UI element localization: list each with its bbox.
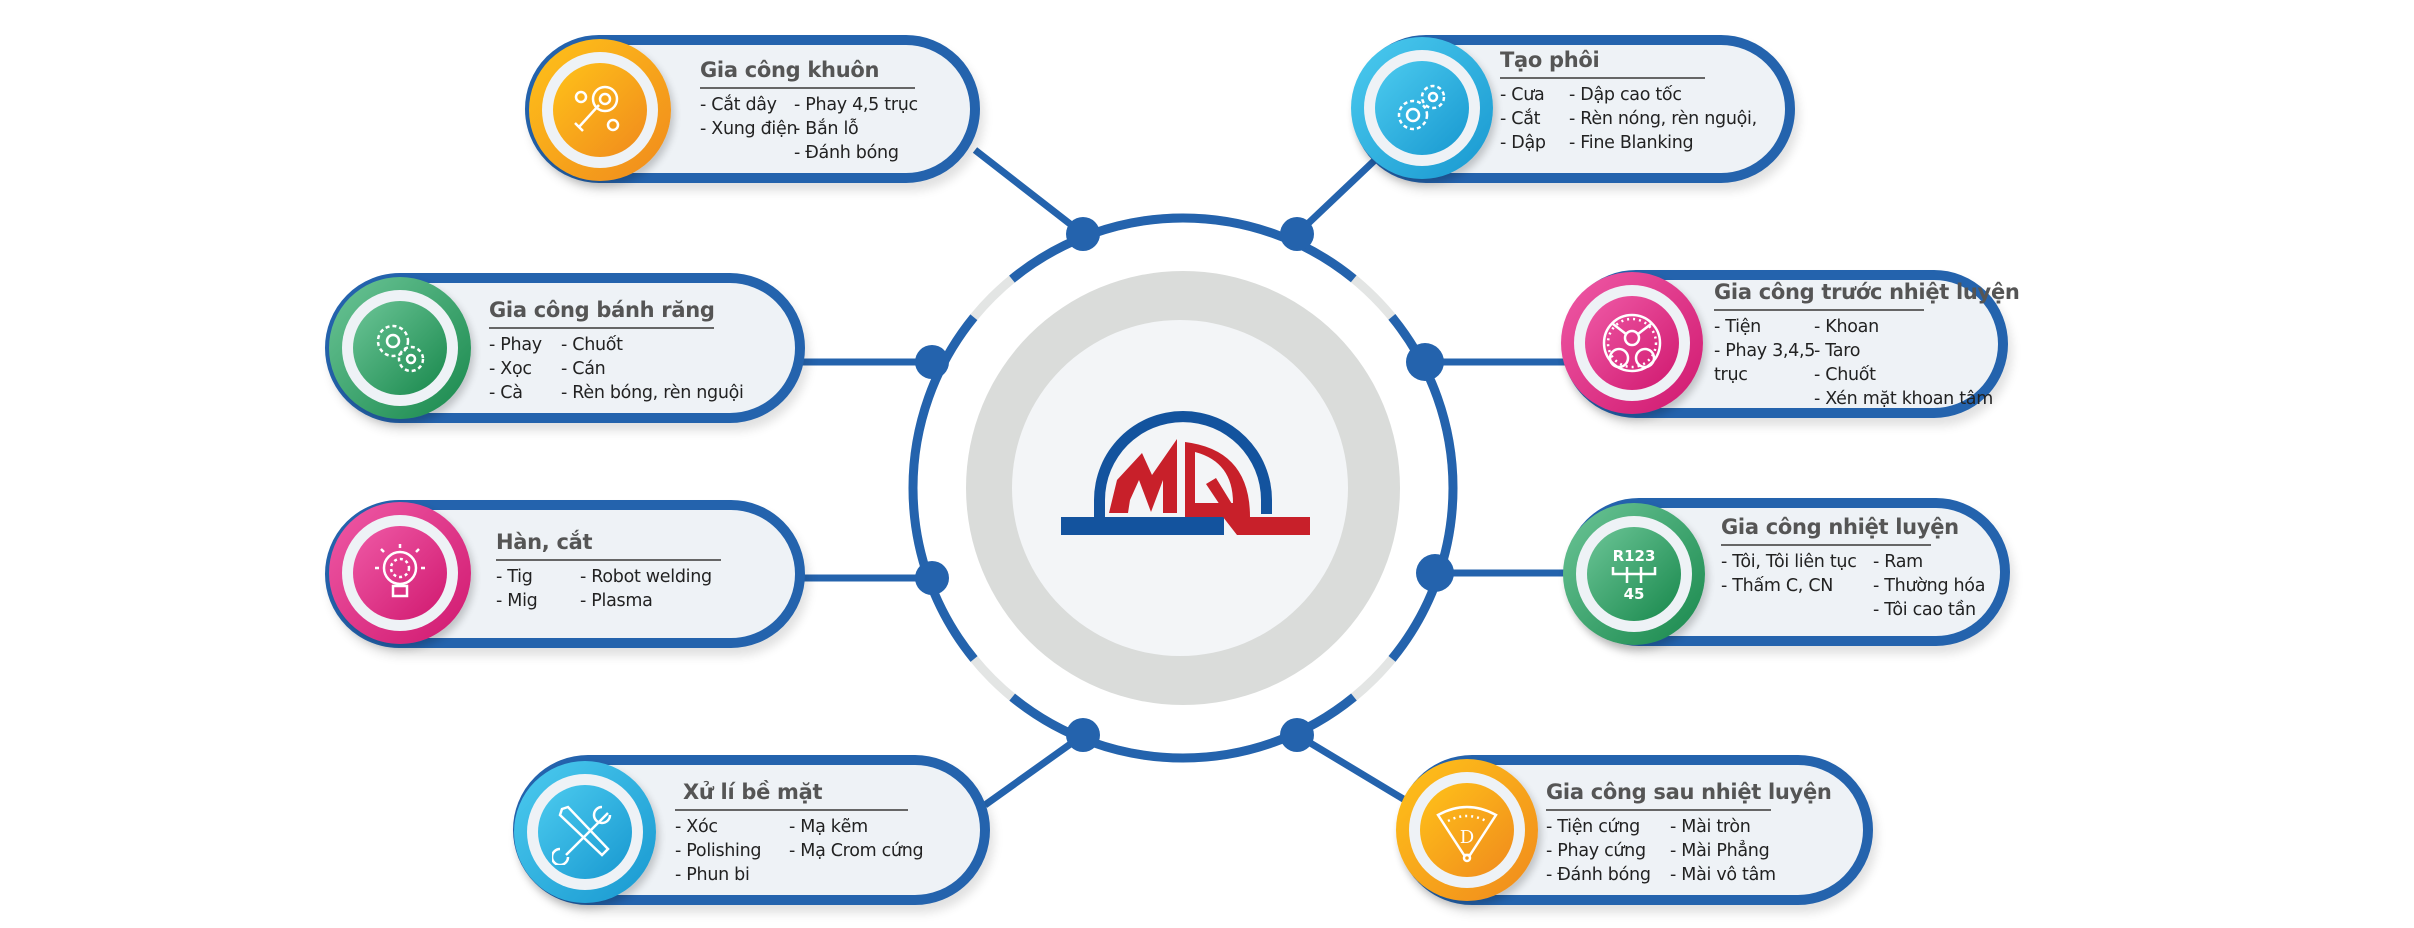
item: - Cắt xyxy=(1500,109,1541,129)
item: - Tig xyxy=(496,567,533,587)
icon-badge-banh-rang xyxy=(329,277,471,419)
icon-badge-han-cat xyxy=(329,502,471,644)
orbit-dot xyxy=(915,561,949,595)
item: - Ram xyxy=(1873,552,1923,572)
icon-badge-be-mat xyxy=(514,761,656,903)
item: - Thường hóa xyxy=(1873,576,1986,596)
item: - Robot welding xyxy=(580,567,712,587)
item: - Phay cứng xyxy=(1546,841,1646,861)
item: - Mài tròn xyxy=(1670,817,1751,837)
item: - Đánh bóng xyxy=(1546,865,1651,885)
box-title: Xử lí bề mặt xyxy=(675,780,908,811)
connector-tao-phoi xyxy=(1294,157,1378,237)
orbit-dot xyxy=(1066,718,1100,752)
center-disc xyxy=(1012,320,1348,656)
box-title: Gia công bánh răng xyxy=(489,298,715,329)
item: - Tiện cứng xyxy=(1546,817,1640,837)
wrench-screwdriver-icon xyxy=(552,805,612,865)
connector-khuon xyxy=(972,147,1086,237)
text-block: Hàn, cắt - Tig - Mig - Robot welding - Pla… xyxy=(496,530,721,613)
item: - Phay 4,5 trục xyxy=(794,95,918,115)
box-title: Gia công khuôn xyxy=(700,58,915,89)
text-block: Gia công bánh răng - Phay - Xọc - Cà - Chu… xyxy=(489,298,744,405)
text-block: Gia công khuôn - Cắt dây - Xung điện - Ph… xyxy=(700,58,918,165)
orbit-dot xyxy=(1280,718,1314,752)
item: - Thấm C, CN xyxy=(1721,576,1834,596)
gear-shift-bottom-label: 45 xyxy=(1624,585,1645,603)
item: - Dập cao tốc xyxy=(1569,85,1682,105)
icon-badge-truoc-nhiet-luyen xyxy=(1561,272,1703,414)
gear-wheel-icon xyxy=(1602,313,1662,373)
box-title: Gia công trước nhiệt luyện xyxy=(1714,280,2020,311)
item: - Xung điện xyxy=(700,119,798,139)
item: - Bắn lỗ xyxy=(794,119,859,139)
box-title: Hàn, cắt xyxy=(496,530,721,561)
box-title: Gia công sau nhiệt luyện xyxy=(1546,780,1832,811)
icon-badge-tao-phoi xyxy=(1351,37,1493,179)
item: - Phay 3,4,5 xyxy=(1714,341,1816,361)
item: - Đánh bóng xyxy=(794,143,899,163)
mq-logo xyxy=(1061,411,1310,535)
icon-badge-nhiet-luyen: R123 45 xyxy=(1563,503,1705,645)
box-title: Gia công nhiệt luyện xyxy=(1721,515,1959,546)
wrench-gears-icon xyxy=(574,85,620,132)
item: - Xóc xyxy=(675,817,718,837)
item: - Taro xyxy=(1814,341,1861,361)
item: - Rèn bóng, rèn nguội xyxy=(561,383,744,403)
box-title: Tạo phôi xyxy=(1500,48,1705,79)
item: - Phay xyxy=(489,335,542,355)
item: - Fine Blanking xyxy=(1569,133,1694,153)
text-block: Gia công nhiệt luyện - Tôi, Tôi liên tục… xyxy=(1721,515,1985,622)
item: - Mạ kẽm xyxy=(789,817,868,837)
gauge-icon: D xyxy=(1436,805,1498,863)
icon-badge-sau-nhiet-luyen: D xyxy=(1396,759,1538,901)
orbit-dots xyxy=(915,217,1454,752)
item: - Cà xyxy=(489,383,523,403)
item: - Dập xyxy=(1500,133,1546,153)
item: - Rèn nóng, rèn nguội, xyxy=(1569,109,1757,129)
gear-shift-top-label: R123 xyxy=(1613,547,1656,565)
item: - Polishing xyxy=(675,841,762,861)
text-block: Gia công trước nhiệt luyện - Tiện - Phay … xyxy=(1714,280,2020,411)
text-block: Xử lí bề mặt - Xóc - Polishing - Phun bi -… xyxy=(675,780,924,887)
item: - Mài Phẳng xyxy=(1670,841,1770,861)
item: - Xén mặt khoan tâm xyxy=(1814,389,1993,409)
item: - Tiện xyxy=(1714,317,1761,337)
item: - Cắt dây xyxy=(700,95,777,115)
item: - Mig xyxy=(496,591,538,611)
gears-icon xyxy=(1397,84,1446,131)
item: - Tôi cao tần xyxy=(1873,600,1976,620)
connector-be-mat xyxy=(982,732,1086,808)
orbit-left-arc xyxy=(908,213,1458,763)
item: trục xyxy=(1714,365,1748,385)
item: - Chuốt xyxy=(561,335,623,355)
item: - Plasma xyxy=(580,591,653,611)
item: - Tôi, Tôi liên tục xyxy=(1721,552,1857,572)
text-block: Gia công sau nhiệt luyện - Tiện cứng - Ph… xyxy=(1546,780,1832,887)
icon-badge-khuon xyxy=(529,39,671,181)
orbit-dot xyxy=(915,345,949,379)
connector-sau-nhiet-luyen xyxy=(1295,732,1407,803)
gears-icon xyxy=(376,324,425,373)
orbit-dot xyxy=(1066,217,1100,251)
item: - Cán xyxy=(561,359,606,379)
item: - Cưa xyxy=(1500,85,1545,105)
gear-shift-icon: R123 45 xyxy=(1611,547,1657,603)
lightbulb-gear-icon xyxy=(375,544,425,598)
orbit-right-arc xyxy=(908,213,1458,763)
item: - Xọc xyxy=(489,359,532,379)
item: - Mạ Crom cứng xyxy=(789,841,924,861)
item: - Chuốt xyxy=(1814,365,1876,385)
orbit-dot xyxy=(1416,554,1454,592)
orbit-dot xyxy=(1406,343,1444,381)
item: - Phun bi xyxy=(675,865,750,885)
gauge-label: D xyxy=(1460,827,1474,848)
item: - Mài vô tâm xyxy=(1670,865,1776,885)
orbit-dot xyxy=(1280,217,1314,251)
item: - Khoan xyxy=(1814,317,1879,337)
text-block: Tạo phôi - Cưa - Cắt - Dập - Dập cao tốc - … xyxy=(1500,48,1757,155)
